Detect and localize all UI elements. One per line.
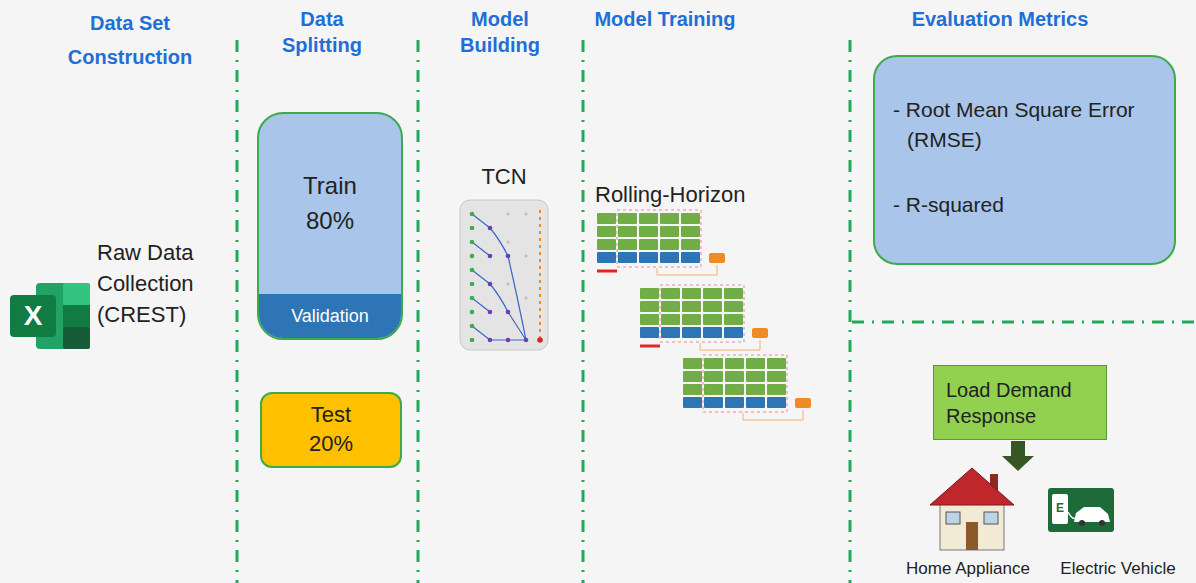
sheet-cell [63,305,90,327]
output-dot [537,337,543,343]
icon-letter: E [1052,501,1068,515]
arrow-head [1002,456,1034,471]
rolling-window [597,210,725,275]
grid-target-row [597,252,702,265]
column-heading: Evaluation Metrics [875,6,1125,32]
forecast-link [743,410,803,420]
column-heading: Model Building [440,6,560,58]
panel-heading: TCN [440,164,568,190]
output-line [539,210,541,342]
divider [849,40,852,583]
wheel [1079,520,1085,526]
icon-caption: Home Appliance [893,559,1043,579]
box-label: Test 20% [291,401,371,458]
ev-icon [1048,488,1114,532]
charger [1052,494,1068,524]
divider [582,40,585,583]
cable [1068,512,1076,518]
car-body [1074,507,1110,522]
tcn-panel [460,200,548,350]
window-frame [660,285,744,342]
house-icon [930,468,1014,550]
icon-badge [10,295,56,337]
source-label: Raw Data Collection (CREST) [97,238,235,330]
divider [852,321,1196,324]
divider-lines [237,40,1196,583]
column-heading: Data Set Construction [45,6,215,74]
grid-cells [597,213,702,252]
forecast-cell [709,253,725,263]
model-panel: TCN [460,200,548,350]
divider [236,40,239,583]
window [946,512,960,524]
door [966,522,978,550]
arrow-shaft [1011,441,1025,457]
forecast-link [700,340,760,350]
wheel [1099,520,1105,526]
window-frame [703,355,787,412]
metric-item: - R-squared [893,190,1160,220]
response-box: Load Demand Response [933,365,1107,440]
forecast-cell [795,398,811,408]
column-heading: Model Training [585,6,745,32]
input-dots [470,212,475,343]
column-heading: Data Splitting [262,6,382,58]
rolling-window [640,285,768,350]
window [984,512,998,524]
sheet-cell [63,327,90,349]
excel-icon [10,283,90,349]
metrics-box: - Root Mean Square Error (RMSE) - R-squar… [873,55,1176,265]
rolling-window [683,355,811,420]
box-label: Load Demand Response [946,377,1094,429]
icon-letter: X [18,299,48,333]
grid-cells [683,358,788,397]
idle-dots [507,213,528,300]
method-label: Rolling-Horizon [595,182,770,208]
shift-mark [597,270,617,273]
network-links [472,214,526,340]
icon-caption: Electric Vehicle [1044,559,1192,579]
window-frame [617,210,701,267]
house-wall [940,500,1004,550]
box-label: Train 80% [285,169,375,239]
sheet-cell [63,283,90,305]
grid-cells [640,288,745,327]
down-arrow [1002,441,1034,471]
box-label: Validation [291,306,369,327]
shift-mark [640,345,660,348]
forecast-link [657,265,717,275]
grid-target-row [640,327,745,340]
panel [460,200,548,350]
grid-target-row [683,397,788,410]
forecast-cell [752,328,768,338]
divider [417,40,420,583]
icon-ground [1048,488,1114,532]
validation-band: Validation [259,294,401,338]
metric-item: - Root Mean Square Error (RMSE) [893,95,1160,156]
hidden-dots [488,226,529,343]
split-box: Train 80% Validation [257,112,403,340]
split-box: Test 20% [260,392,402,468]
roof [930,468,1014,505]
